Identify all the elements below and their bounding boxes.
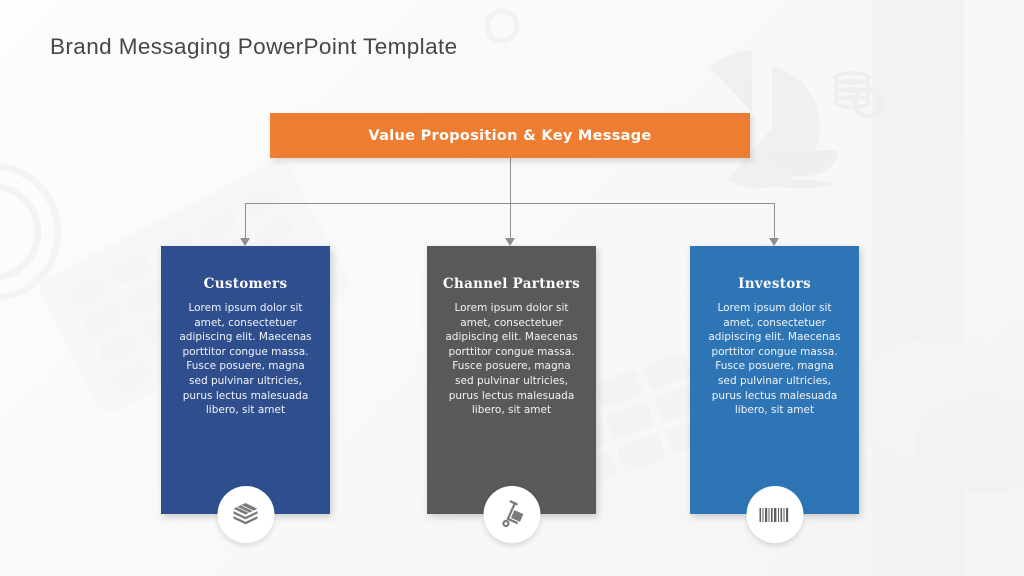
card-heading: Customers	[203, 276, 288, 292]
body-line: sed pulvinar ultricies,	[455, 374, 568, 387]
card-investors: Investors Lorem ipsum dolor sit amet, co…	[690, 246, 859, 543]
arrowhead-center-icon	[505, 238, 515, 246]
body-line: libero, sit amet	[734, 404, 815, 417]
banner-label: Value Proposition & Key Message	[368, 127, 652, 144]
body-line: purus lectus malesuada	[711, 389, 838, 402]
connector-stem	[510, 158, 511, 238]
body-line: purus lectus malesuada	[182, 389, 309, 402]
body-line: sed pulvinar ultricies,	[189, 374, 302, 387]
connector-drop-right	[774, 203, 775, 238]
body-line: amet, consectetuer	[723, 316, 826, 329]
hand-truck-icon	[502, 499, 524, 527]
card-body-text: Lorem ipsum dolor sit amet, consectetuer…	[690, 301, 859, 418]
card-icon-badge	[483, 486, 540, 543]
card-customers: Customers Lorem ipsum dolor sit amet, co…	[161, 246, 330, 543]
body-line: sed pulvinar ultricies,	[718, 374, 831, 387]
card-icon-badge	[217, 486, 274, 543]
body-line: Fusce posuere, magna	[186, 360, 305, 373]
body-line: amet, consectetuer	[460, 316, 563, 329]
body-line: Lorem ipsum dolor sit	[188, 302, 303, 314]
body-line: Lorem ipsum dolor sit	[717, 302, 832, 314]
barcode-icon	[759, 507, 789, 522]
card-heading: Channel Partners	[442, 276, 581, 292]
body-line: adipiscing elit. Maecenas	[445, 331, 578, 344]
connector-horizontal	[245, 203, 775, 204]
body-line: purus lectus malesuada	[448, 389, 575, 402]
page-title: Brand Messaging PowerPoint Template	[50, 34, 458, 59]
body-line: libero, sit amet	[471, 404, 552, 417]
body-line: porttitor congue massa.	[711, 345, 838, 358]
card-icon-badge	[746, 486, 803, 543]
arrowhead-right-icon	[769, 238, 779, 246]
body-line: porttitor congue massa.	[182, 345, 309, 358]
body-line: Fusce posuere, magna	[452, 360, 571, 373]
body-line: adipiscing elit. Maecenas	[708, 331, 841, 344]
body-line: libero, sit amet	[205, 404, 286, 417]
body-line: adipiscing elit. Maecenas	[179, 331, 312, 344]
books-stack-icon	[233, 502, 258, 524]
card-channel-partners: Channel Partners Lorem ipsum dolor sit a…	[427, 246, 596, 543]
arrowhead-left-icon	[240, 238, 250, 246]
card-body-text: Lorem ipsum dolor sit amet, consectetuer…	[161, 301, 330, 418]
value-proposition-banner: Value Proposition & Key Message	[270, 113, 750, 158]
body-line: porttitor congue massa.	[448, 345, 575, 358]
card-body-text: Lorem ipsum dolor sit amet, consectetuer…	[427, 301, 596, 418]
card-heading: Investors	[738, 276, 811, 292]
body-line: Fusce posuere, magna	[715, 360, 834, 373]
body-line: amet, consectetuer	[194, 316, 297, 329]
body-line: Lorem ipsum dolor sit	[454, 302, 569, 314]
connector-drop-left	[245, 203, 246, 238]
